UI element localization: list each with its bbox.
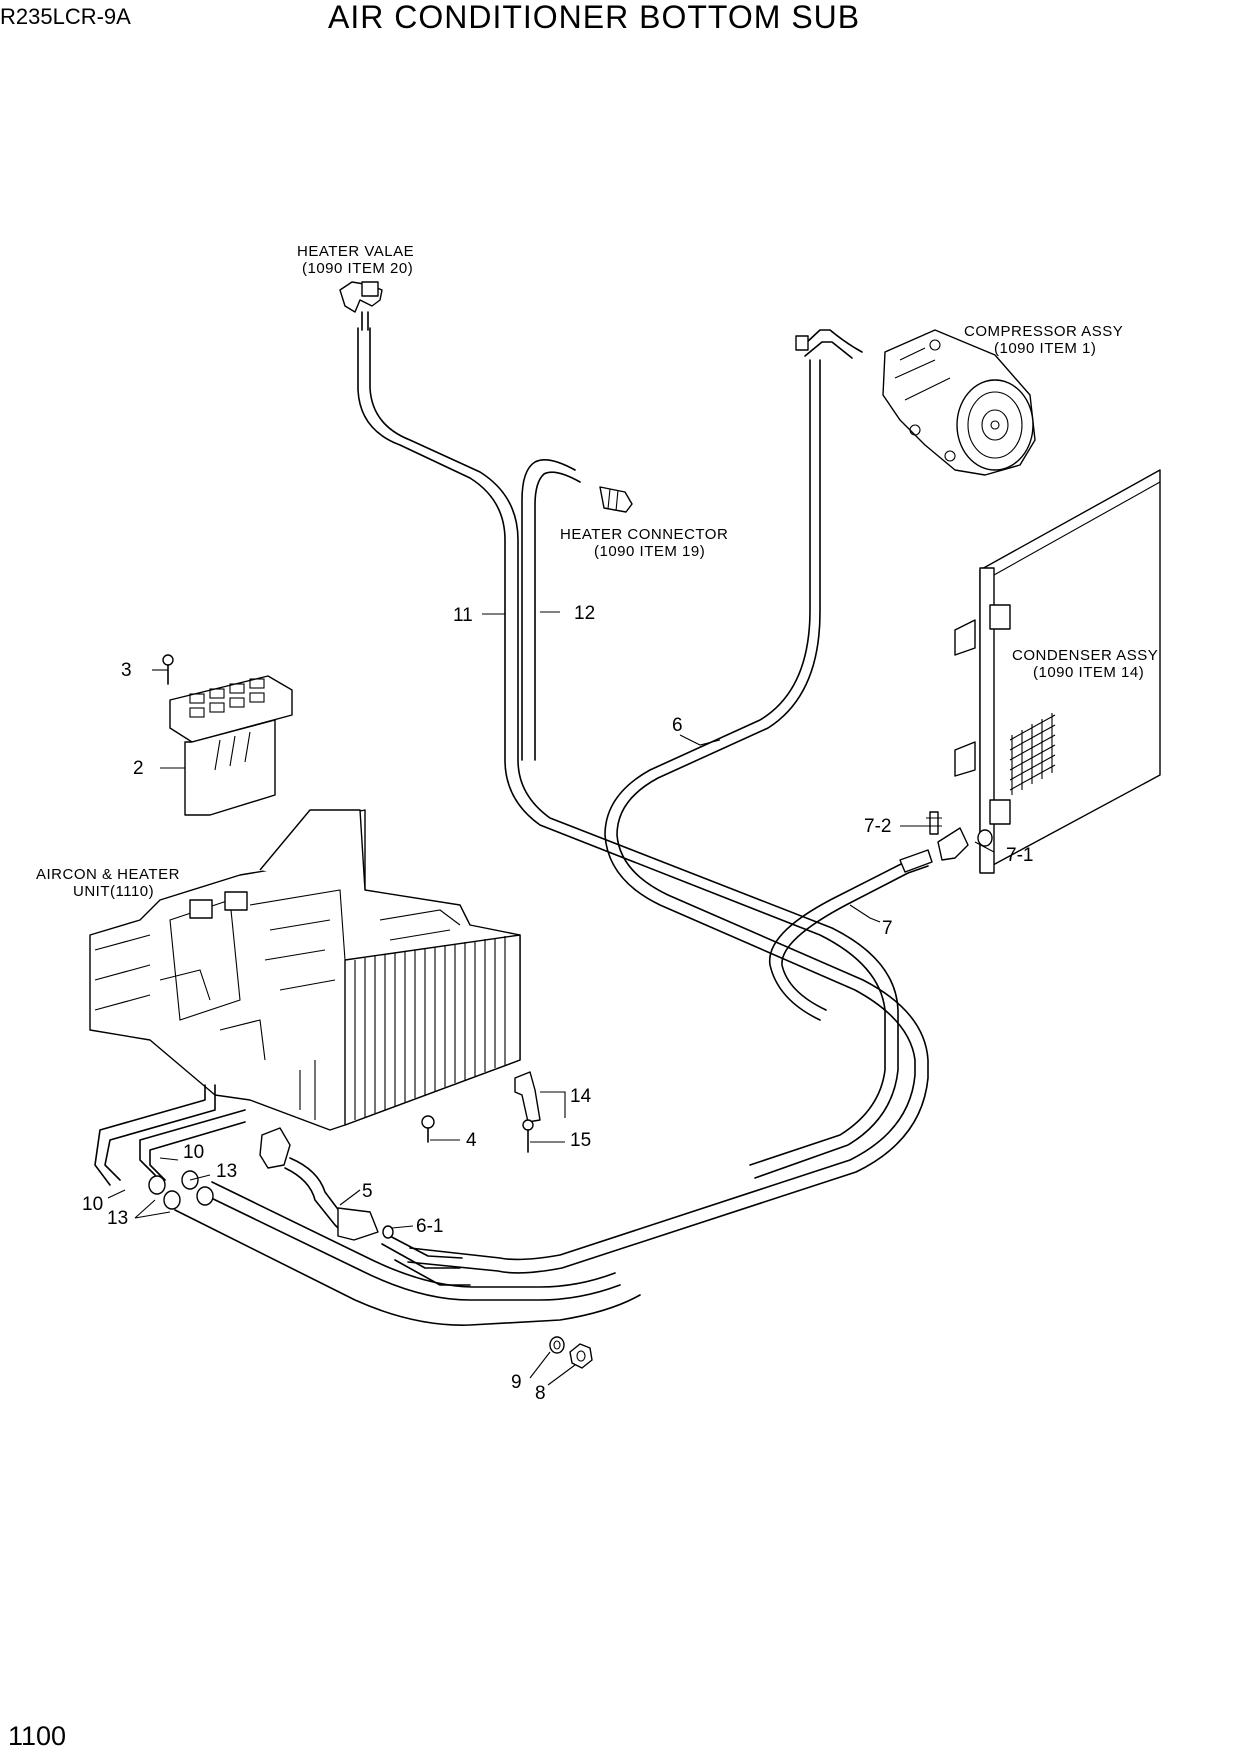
hose-11 [357, 327, 899, 1179]
part-label-13-upper: 13 [216, 1161, 237, 1182]
line-5 [284, 1157, 471, 1286]
condenser-assy [954, 469, 1161, 874]
compressor-assy [882, 329, 1036, 476]
part-label-10-lower: 10 [82, 1194, 103, 1215]
part-13-oring-b [163, 1190, 181, 1210]
hose-6 [407, 359, 929, 1274]
hose-7 [768, 854, 929, 1021]
heater-connector [599, 486, 633, 513]
part-label-7-1: 7-1 [1006, 845, 1033, 866]
caption-compressor-line2: (1090 ITEM 1) [994, 340, 1096, 357]
model-number: R235LCR-9A [0, 4, 131, 29]
part-label-12: 12 [574, 603, 595, 624]
part-label-15: 15 [570, 1130, 591, 1151]
caption-heater-valve-line1: HEATER VALAE [297, 243, 414, 260]
part-7-2-fitting [926, 811, 942, 835]
hose-12 [521, 459, 581, 761]
caption-condenser-line2: (1090 ITEM 14) [1033, 664, 1144, 681]
part-9-washer [549, 1336, 565, 1354]
expansion-block [259, 1127, 291, 1169]
part-14-bracket [514, 1071, 541, 1123]
part-13-oring-d [196, 1186, 214, 1206]
part-label-14: 14 [570, 1086, 592, 1107]
compressor-fitting [795, 335, 809, 351]
part-label-2: 2 [133, 758, 144, 779]
caption-heater-connector-line1: HEATER CONNECTOR [560, 526, 728, 543]
heater-valve [339, 281, 383, 331]
evaporator-fins [354, 936, 506, 1120]
part-label-6: 6 [672, 715, 683, 736]
page-number: 1100 [8, 1721, 66, 1751]
condenser-grid [1009, 713, 1056, 795]
part-13-oring-a [148, 1175, 166, 1195]
compressor-line [795, 329, 863, 359]
part-label-13-lower: 13 [107, 1208, 128, 1229]
caption-aircon-unit-line1: AIRCON & HEATER [36, 866, 180, 883]
part-number-labels: 11 12 3 2 6 7-2 7-1 7 14 4 15 10 13 5 10… [82, 603, 1033, 1404]
caption-aircon-unit-line2: UNIT(1110) [73, 883, 154, 900]
aircon-lines-left [94, 1084, 246, 1210]
leader-lines [107, 611, 995, 1386]
caption-condenser-line1: CONDENSER ASSY [1012, 647, 1158, 664]
part-3-screw [162, 654, 174, 685]
part-label-5: 5 [362, 1181, 373, 1202]
part-label-4: 4 [466, 1130, 477, 1151]
part-label-7-2: 7-2 [864, 816, 891, 837]
caption-heater-valve-line2: (1090 ITEM 20) [302, 260, 413, 277]
hose-bottom-loop [174, 1181, 641, 1326]
part-4-bolt [421, 1115, 435, 1143]
part-label-9: 9 [511, 1372, 522, 1393]
part-label-7: 7 [882, 918, 893, 939]
page-title: AIR CONDITIONER BOTTOM SUB [328, 0, 860, 35]
control-panel [169, 675, 293, 816]
part-label-11: 11 [453, 605, 473, 626]
part-7-1-oring [977, 829, 993, 847]
part-label-6-1: 6-1 [416, 1216, 443, 1237]
part-label-10-upper: 10 [183, 1142, 204, 1163]
part-label-8: 8 [535, 1383, 546, 1404]
control-panel-buttons [189, 678, 265, 718]
part-15-bolt [522, 1119, 534, 1153]
part-label-3: 3 [121, 660, 132, 681]
part-7-fitting [899, 827, 969, 873]
caption-compressor-line1: COMPRESSOR ASSY [964, 323, 1123, 340]
part-8-nut [569, 1343, 593, 1369]
caption-heater-connector-line2: (1090 ITEM 19) [594, 543, 705, 560]
part-6-1-oring [382, 1225, 394, 1239]
aircon-heater-unit [89, 809, 521, 1131]
